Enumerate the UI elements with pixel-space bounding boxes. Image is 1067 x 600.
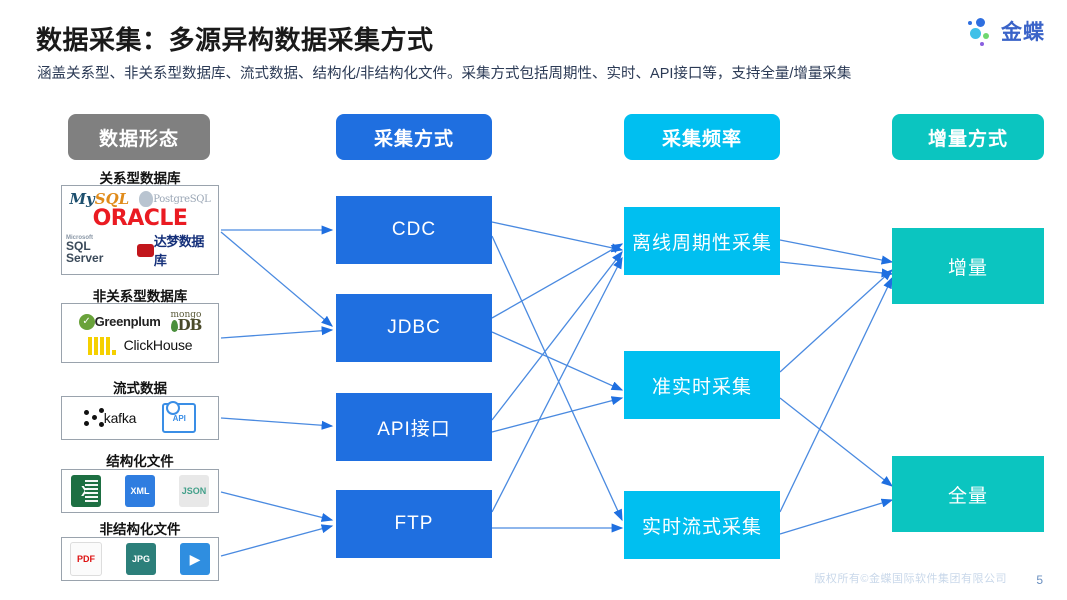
node-ftp[interactable]: FTP xyxy=(336,490,492,558)
kafka-logo: kafka xyxy=(83,408,136,428)
kingdee-logo: 金蝶 xyxy=(965,16,1045,46)
node-offline-periodic[interactable]: 离线周期性采集 xyxy=(624,207,780,275)
node-jdbc[interactable]: JDBC xyxy=(336,294,492,362)
greenplum-logo: ✓Greenplum xyxy=(78,313,161,330)
jpg-icon: JPG xyxy=(126,543,156,575)
node-realtime-streaming[interactable]: 实时流式采集 xyxy=(624,491,780,559)
page-number: 5 xyxy=(1036,573,1043,587)
column-header-increment-method: 增量方式 xyxy=(892,114,1044,160)
footer-copyright: 版权所有©金蝶国际软件集团有限公司 xyxy=(814,573,1007,585)
source-label-nonrelational: 非关系型数据库 xyxy=(92,289,188,304)
source-label-streaming: 流式数据 xyxy=(113,381,167,396)
source-box-unstructured: PDF JPG ▶ xyxy=(61,537,219,581)
page-subtitle: 涵盖关系型、非关系型数据库、流式数据、结构化/非结构化文件。采集方式包括周期性、… xyxy=(37,66,852,82)
kafka-icon xyxy=(83,408,104,428)
clickhouse-icon xyxy=(87,335,116,356)
mysql-logo: MySQL xyxy=(69,189,130,208)
dameng-logo: 达梦数据库 xyxy=(136,231,214,269)
source-label-relational: 关系型数据库 xyxy=(99,171,181,186)
api-logo: API xyxy=(162,401,197,433)
node-cdc[interactable]: CDC xyxy=(336,196,492,264)
node-incremental[interactable]: 增量 xyxy=(892,228,1044,304)
node-full[interactable]: 全量 xyxy=(892,456,1044,532)
node-near-realtime[interactable]: 准实时采集 xyxy=(624,351,780,419)
source-box-structured: X XML JSON xyxy=(61,469,219,513)
pdf-icon: PDF xyxy=(70,542,102,576)
oracle-logo: ORACLE xyxy=(92,206,188,231)
page-title: 数据采集：多源异构数据采集方式 xyxy=(36,25,434,55)
source-label-structured: 结构化文件 xyxy=(106,454,174,469)
column-header-collection-frequency: 采集频率 xyxy=(624,114,780,160)
xml-icon: XML xyxy=(125,475,155,507)
node-api[interactable]: API接口 xyxy=(336,393,492,461)
column-header-collection-method: 采集方式 xyxy=(336,114,492,160)
excel-icon: X xyxy=(71,475,101,507)
source-box-streaming: kafka API xyxy=(61,396,219,440)
logo-text: 金蝶 xyxy=(1001,21,1045,44)
logo-dots-icon xyxy=(965,16,995,46)
video-icon: ▶ xyxy=(180,543,210,575)
json-icon: JSON xyxy=(179,475,209,507)
clickhouse-logo: ClickHouse xyxy=(123,337,193,354)
column-header-data-form: 数据形态 xyxy=(68,114,210,160)
postgresql-logo: PostgreSQL xyxy=(139,191,211,207)
source-label-unstructured: 非结构化文件 xyxy=(99,522,181,537)
